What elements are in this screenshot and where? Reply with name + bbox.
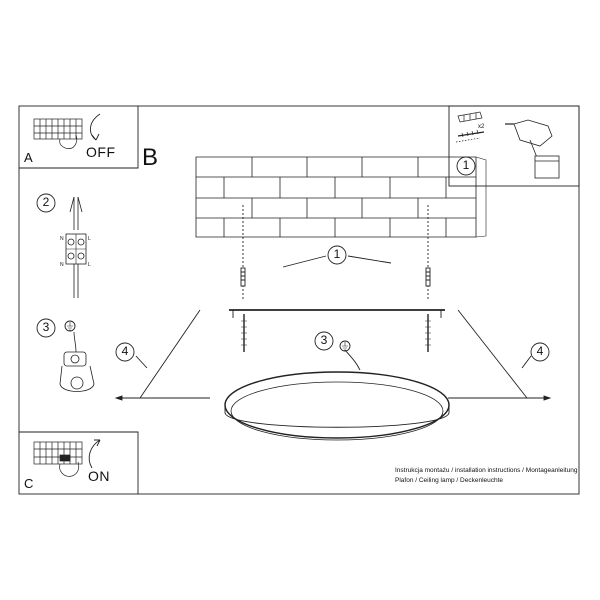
- leader-3-lamp: [344, 349, 361, 371]
- panel-c-label: C: [24, 476, 34, 491]
- drill-icon: [505, 119, 560, 179]
- step-4-circle-left: [115, 342, 135, 362]
- mounting-bracket: [229, 309, 445, 318]
- panel-a-border: [19, 106, 139, 169]
- caption-line-1: Instrukcja montażu / installation instru…: [395, 467, 578, 474]
- terminal-block-on: [33, 441, 83, 477]
- terminal-mark-n-bottom: N: [60, 262, 64, 268]
- step-3-circle-left: [36, 318, 56, 338]
- ceiling-lamp: [224, 371, 450, 441]
- leader-1-right: [347, 255, 392, 264]
- terminal-mark-l-top: L: [88, 236, 91, 242]
- step-1-number-tools: 1: [462, 158, 470, 172]
- main-frame: [18, 105, 580, 495]
- perspective-left: [139, 309, 210, 399]
- caption-line-2: Plafon / Ceiling lamp / Deckenleuchte: [395, 477, 504, 484]
- step-2-number: 2: [42, 195, 50, 209]
- step-4-number-left: 4: [121, 344, 129, 358]
- step-1-circle-main: [327, 245, 347, 265]
- step-2-circle: [36, 193, 56, 213]
- ground-terminal: [59, 331, 95, 392]
- bracket-screw-right: [425, 314, 431, 352]
- leader-4-right: [521, 355, 532, 369]
- ground-symbol-left: [64, 320, 76, 332]
- step-1-number-main: 1: [333, 247, 341, 261]
- rim-screw-left: [114, 395, 140, 401]
- panel-b-label: B: [142, 144, 159, 171]
- step-3-circle-lamp: [314, 331, 334, 351]
- dowel-icon: [457, 111, 483, 123]
- screw-icon: [455, 129, 485, 143]
- rim-screw-right: [526, 395, 552, 401]
- step-4-circle-right: [530, 342, 550, 362]
- terminal-mark-n-top: N: [60, 236, 64, 242]
- panel-c-border: [19, 431, 139, 494]
- switch-on-arrow: [88, 439, 101, 469]
- panel-a-label: A: [24, 150, 33, 165]
- terminal-block-off: [33, 118, 83, 149]
- leader-1-left: [282, 255, 327, 268]
- step-3-number-left: 3: [42, 320, 50, 334]
- wall-plug-right: [425, 267, 431, 287]
- step-4-number-right: 4: [536, 344, 544, 358]
- ground-symbol-lamp: [339, 340, 351, 352]
- bracket-screw-left: [241, 314, 247, 352]
- step-3-number-lamp: 3: [320, 333, 328, 347]
- wall-plug-left: [240, 267, 246, 287]
- wiring-connector: [65, 196, 87, 298]
- off-label: OFF: [86, 144, 116, 160]
- ceiling-wall: [195, 156, 487, 238]
- switch-off-arrow: [90, 113, 101, 141]
- terminal-mark-l-bottom: L: [88, 262, 91, 268]
- perspective-right: [448, 309, 528, 399]
- step-1-circle-tools: [456, 156, 476, 176]
- leader-4-left: [135, 355, 148, 369]
- tools-panel-border: [448, 105, 580, 187]
- quantity-mark: x2: [478, 124, 485, 130]
- on-label: ON: [88, 468, 110, 484]
